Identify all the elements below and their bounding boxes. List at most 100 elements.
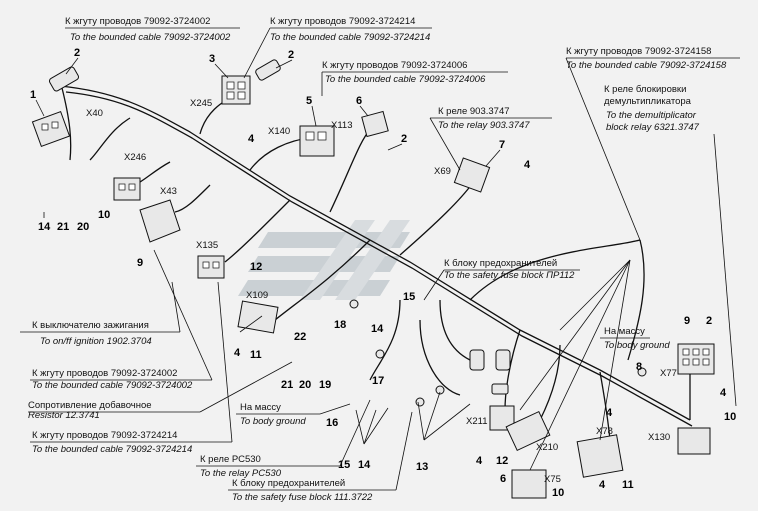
connector-label: X109 — [246, 290, 268, 301]
connector-label: X75 — [544, 474, 561, 485]
component-5-connector — [299, 125, 335, 157]
ref-number: 11 — [622, 479, 634, 491]
annotation-en: To body ground — [604, 340, 670, 351]
annotation-ru: К жгуту проводов 79092-3724002 — [65, 16, 210, 27]
annotation-en: To the relay 903.3747 — [438, 120, 530, 131]
annotation-ru: К жгуту проводов 79092-3724158 — [566, 46, 711, 57]
component-3-connector — [221, 75, 251, 105]
connector-label: X40 — [86, 108, 103, 119]
component-2-terminal-a — [48, 66, 80, 92]
ref-number: 20 — [77, 221, 89, 233]
ref-number: 2 — [74, 47, 80, 59]
annotation-en: To the demultiplicator — [606, 110, 697, 121]
component-2-terminal-b — [255, 59, 281, 81]
annotation-en: To the bounded cable 79092-3724158 — [566, 60, 727, 71]
annotation-en: To the bounded cable 79092-3724002 — [70, 32, 231, 43]
annotation-en: To the safety fuse block ПР112 — [444, 270, 575, 281]
component-x109-connector — [237, 300, 279, 334]
callout-fuse-pr112: К блоку предохранителей To the safety fu… — [423, 258, 580, 301]
annotation-ru: К блоку предохранителей — [444, 258, 557, 269]
component-9-connector-x77 — [677, 343, 715, 375]
ref-number: 21 — [281, 379, 293, 391]
ref-number: 2 — [401, 133, 407, 145]
annotation-en: To the relay PC530 — [200, 468, 282, 479]
component-7-relay-connector — [453, 157, 491, 193]
callout-ignition: К выключателю зажигания To on/ff ignitio… — [20, 281, 181, 347]
ref-number: 5 — [306, 95, 312, 107]
callout-cable-2414-top: К жгуту проводов 79092-3724214 To the bo… — [243, 16, 432, 79]
ref-number: 13 — [416, 461, 428, 473]
ref-number: 22 — [294, 331, 306, 343]
callout-fuse-111: К блоку предохранителей To the safety fu… — [228, 411, 413, 503]
callout-resistor: Сопротивление добавочное Resistor 12.374… — [28, 361, 293, 421]
ref-number: 15 — [338, 459, 350, 471]
annotation-ru: К выключателю зажигания — [32, 320, 149, 331]
annotation-ru: К жгуту проводов 79092-3724214 — [270, 16, 415, 27]
ref-number: 19 — [319, 379, 331, 391]
annotation-ru: К реле 903.3747 — [438, 106, 510, 117]
callout-cable-2158: К жгуту проводов 79092-3724158 To the bo… — [565, 46, 740, 241]
annotation-en: To body ground — [240, 416, 306, 427]
annotation-ru: На массу — [604, 326, 645, 337]
reference-numbers: 1 2 3 2 5 6 2 4 7 4 4 10 14 21 20 9 12 1… — [30, 47, 736, 499]
ref-number: 4 — [248, 133, 255, 145]
annotation-ru: К жгуту проводов 79092-3724002 — [32, 368, 177, 379]
ref-number: 2 — [288, 49, 294, 61]
ref-number: 17 — [372, 375, 384, 387]
component-1-connector — [31, 111, 71, 147]
component-10-connector-x246 — [113, 177, 141, 201]
connector-label: X113 — [331, 120, 352, 131]
annotation-en: To the bounded cable 79092-3724214 — [32, 444, 192, 455]
callout-relay-903: К реле 903.3747 To the relay 903.3747 — [429, 106, 552, 171]
ref-number: 20 — [299, 379, 311, 391]
connector-label: X77 — [660, 368, 677, 379]
connector-label: X43 — [160, 186, 177, 197]
ref-number: 8 — [636, 361, 642, 373]
ref-number: 3 — [209, 53, 215, 65]
callout-cable-2402-top: К жгуту проводов 79092-3724002 To the bo… — [65, 16, 240, 43]
ref-number: 7 — [499, 139, 505, 151]
annotation-ru: К реле блокировки — [604, 84, 686, 95]
ref-number: 4 — [720, 387, 727, 399]
ref-number: 4 — [606, 407, 613, 419]
ref-number: 10 — [552, 487, 564, 499]
ref-number: 18 — [334, 319, 346, 331]
ref-number: 11 — [250, 349, 262, 361]
reference-leaders — [35, 57, 631, 471]
callout-mass-middle: На массу To body ground — [236, 402, 351, 427]
ref-number: 14 — [371, 323, 384, 335]
annotation-ru: Сопротивление добавочное — [28, 400, 152, 411]
component-10-connector-x130 — [677, 427, 711, 455]
ref-number: 6 — [500, 473, 506, 485]
annotation-en: To on/ff ignition 1902.3704 — [40, 336, 152, 347]
ref-number: 10 — [98, 209, 110, 221]
ref-number: 2 — [706, 315, 712, 327]
ref-number: 10 — [724, 411, 736, 423]
callout-cable-2414-bottom: К жгуту проводов 79092-3724214 To the bo… — [30, 281, 233, 455]
connector-labels: X40 X245 X140 X113 X69 X246 X43 X135 X10… — [86, 98, 677, 485]
callout-cable-2406: К жгуту проводов 79092-3724006 To the bo… — [321, 60, 508, 96]
annotation-ru: К блоку предохранителей — [232, 478, 345, 489]
ref-number: 14 — [358, 459, 371, 471]
ring-terminals — [349, 299, 647, 407]
component-6-connector — [361, 110, 389, 138]
callout-cable-2402-bottom: К жгуту проводов 79092-3724002 To the bo… — [30, 249, 213, 391]
annotation-en: To the bounded cable 79092-3724002 — [32, 380, 193, 391]
component-9-block-x43 — [139, 199, 181, 243]
connector-label: X210 — [536, 442, 558, 453]
component-6-block-x210 — [505, 410, 551, 452]
annotation-en: Resistor 12.3741 — [28, 410, 100, 421]
annotation-ru: На массу — [240, 402, 281, 413]
ref-number: 4 — [524, 159, 531, 171]
callout-relay-pc530: К реле РС530 To the relay PC530 — [196, 399, 371, 479]
component-10-connector-x75 — [511, 469, 547, 499]
connector-label: X69 — [434, 166, 451, 177]
connector-label: X245 — [190, 98, 212, 109]
ref-number: 4 — [599, 479, 606, 491]
ref-number: 9 — [684, 315, 690, 327]
ref-number: 12 — [496, 455, 508, 467]
callout-relay-demultiplicator: К реле блокировки демультипликатора To t… — [604, 84, 737, 407]
ref-number: 4 — [476, 455, 483, 467]
ref-number: 15 — [403, 291, 415, 303]
